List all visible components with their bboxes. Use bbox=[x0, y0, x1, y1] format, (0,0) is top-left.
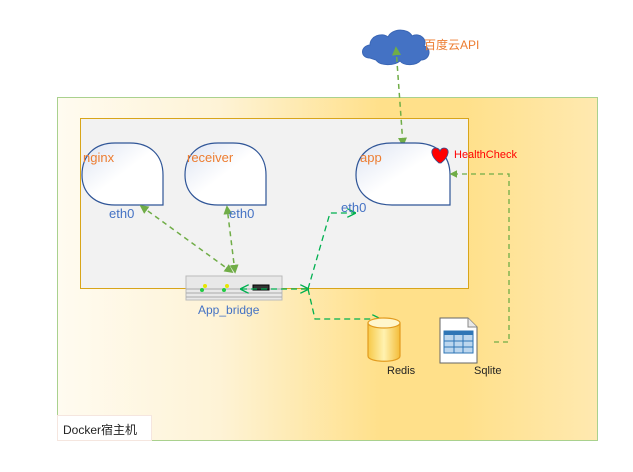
cloud-icon bbox=[362, 29, 430, 66]
bridge-label: App_bridge bbox=[198, 303, 260, 317]
sqlite-label: Sqlite bbox=[474, 365, 502, 377]
bridge-switch-icon bbox=[185, 275, 283, 301]
receiver-label: receiver bbox=[187, 150, 234, 165]
receiver-container-shape bbox=[184, 142, 267, 206]
redis-label: Redis bbox=[387, 365, 416, 377]
bridge-to-redis-link bbox=[307, 288, 380, 319]
heart-icon bbox=[431, 147, 449, 164]
cloud-to-app-link bbox=[392, 46, 407, 147]
bridge-to-receiver-link bbox=[223, 205, 239, 274]
docker-host-label: Docker宿主机 bbox=[57, 415, 152, 441]
app-label: app bbox=[360, 150, 382, 165]
nginx-eth0-label: eth0 bbox=[109, 206, 135, 221]
sqlite-file-icon bbox=[439, 317, 478, 364]
bridge-to-app-link bbox=[307, 213, 355, 290]
app-eth0-label: eth0 bbox=[341, 200, 367, 215]
sqlite-to-healthcheck-link bbox=[449, 170, 510, 343]
cloud-api-label: 百度云API bbox=[424, 38, 480, 52]
healthcheck-label: HealthCheck bbox=[454, 149, 517, 161]
receiver-eth0-label: eth0 bbox=[229, 206, 255, 221]
redis-database-icon bbox=[367, 317, 401, 362]
bridge-to-nginx-link bbox=[139, 204, 234, 274]
nginx-label: nginx bbox=[83, 150, 115, 165]
nginx-container-shape bbox=[81, 142, 164, 206]
